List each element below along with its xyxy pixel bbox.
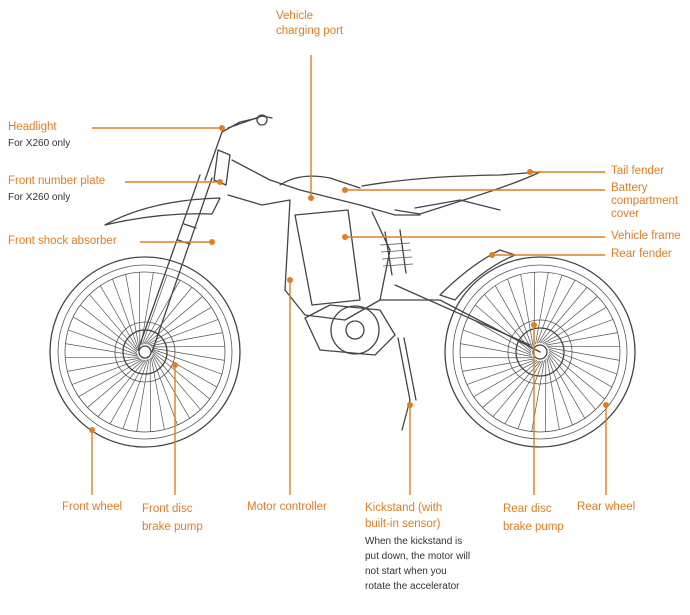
label-front-number-plate: Front number plate <box>8 174 105 189</box>
wheel-spoke <box>549 354 596 410</box>
kickstand-drawing <box>398 338 416 430</box>
label-headlight: Headlight <box>8 120 57 135</box>
wheel-spoke <box>65 344 138 356</box>
label-motor-controller: Motor controller <box>247 500 327 515</box>
wheel-spoke <box>536 272 549 344</box>
label-rear-disc-brake-pump: Rear disc brake pump <box>503 500 564 536</box>
label-front-disc-brake-pump: Front disc brake pump <box>142 500 203 536</box>
wheel-spoke <box>126 274 139 346</box>
wheel-spoke <box>80 305 137 352</box>
wheel-spoke <box>542 296 598 343</box>
wheel-spoke <box>137 359 149 432</box>
wheel-spoke <box>151 357 164 429</box>
wheel-spoke <box>98 360 145 417</box>
label-front-wheel: Front wheel <box>62 500 122 515</box>
wheel-spoke <box>67 358 139 371</box>
label-kickstand: Kickstand (with built-in sensor) <box>365 500 442 532</box>
wheel-spoke <box>153 353 201 409</box>
wheel-spoke <box>548 348 620 361</box>
rear-fender-drawing <box>440 250 515 300</box>
label-vehicle-frame: Vehicle frame <box>611 229 681 244</box>
wheel-spoke <box>152 348 225 360</box>
wheel-spoke <box>89 294 137 350</box>
note-headlight: For X260 only <box>8 136 70 151</box>
note-front-number-plate: For X260 only <box>8 190 70 205</box>
wheel-spoke <box>482 361 538 408</box>
label-charging-port: Vehicle charging port <box>276 9 343 39</box>
wheel-spoke <box>460 344 532 357</box>
front-wheel-drawing <box>50 257 240 447</box>
wheel-spoke <box>150 333 222 346</box>
label-battery-cover: Battery compartment cover <box>611 182 678 221</box>
handlebar-drawing <box>205 115 272 185</box>
motor-drawing <box>305 305 395 355</box>
note-kickstand: When the kickstand is put down, the moto… <box>365 534 475 594</box>
label-rear-wheel: Rear wheel <box>577 500 635 515</box>
label-front-shock-absorber: Front shock absorber <box>8 234 117 249</box>
wheel-spoke <box>141 272 153 345</box>
label-tail-fender: Tail fender <box>611 164 664 179</box>
wheel-spoke <box>87 360 143 408</box>
wheel-spoke <box>145 287 192 344</box>
wheel-spoke <box>153 352 210 399</box>
front-fender-drawing <box>105 198 220 225</box>
seat-drawing <box>280 172 540 214</box>
label-rear-fender: Rear fender <box>611 247 672 262</box>
